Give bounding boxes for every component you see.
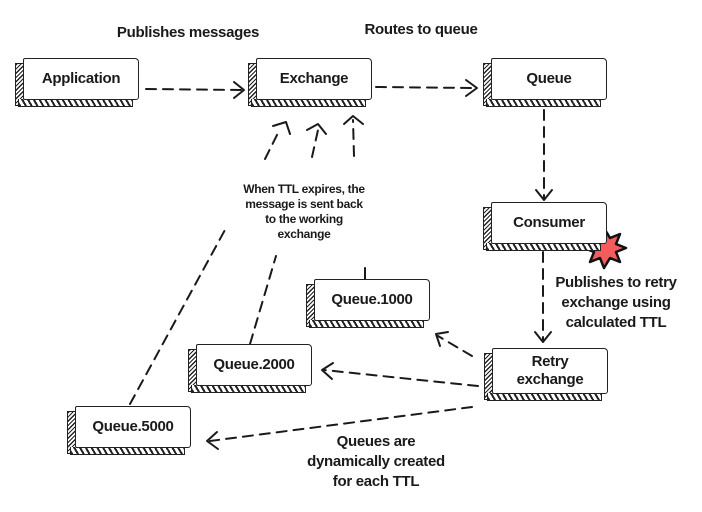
edge-exchange-queue <box>375 86 475 89</box>
node-queue-5000: Queue.5000 <box>67 406 191 456</box>
edge-queue-1000-exchange-upper <box>352 119 355 157</box>
arrowhead-application-exchange <box>233 81 245 99</box>
edge-queue-5000-exchange-upper <box>264 132 279 160</box>
node-queue-2000: Queue.2000 <box>188 344 312 394</box>
arrowhead-queue-1000-exchange <box>343 115 364 125</box>
node-queue-1000-label: Queue.1000 <box>314 279 430 321</box>
node-queue-5000-label: Queue.5000 <box>75 406 191 448</box>
arrowhead-queue-consumer <box>535 189 553 201</box>
node-queue-1000: Queue.1000 <box>306 279 430 329</box>
arrowhead-exchange-queue <box>465 79 478 97</box>
edge-queue-2000-exchange-upper <box>311 129 319 158</box>
node-queue: Queue <box>483 58 607 108</box>
label-publishes-messages: Publishes messages <box>116 24 260 41</box>
arrowhead-queue-5000-exchange <box>272 121 291 135</box>
edge-retry-queue-1000 <box>437 335 473 357</box>
edge-retry-queue-2000 <box>323 369 479 387</box>
node-exchange-label: Exchange <box>256 58 372 100</box>
label-ttl-expires: When TTL expires, the message is sent ba… <box>243 182 365 241</box>
edge-application-exchange <box>145 88 243 91</box>
node-queue-2000-label: Queue.2000 <box>196 344 312 386</box>
label-publishes-retry: Publishes to retry exchange using calcul… <box>555 274 677 331</box>
node-application: Application <box>15 58 139 108</box>
label-routes-to-queue: Routes to queue <box>364 21 478 38</box>
node-application-label: Application <box>23 58 139 100</box>
node-retry-exchange-label: Retry exchange <box>492 348 608 394</box>
node-consumer-label: Consumer <box>491 202 607 244</box>
arrowhead-retry-queue-5000 <box>206 431 219 450</box>
node-queue-label: Queue <box>491 58 607 100</box>
node-consumer: Consumer <box>483 202 607 252</box>
arrowhead-retry-queue-1000 <box>435 331 449 347</box>
label-queues-dynamic: Queues are dynamically created for each … <box>307 433 445 490</box>
arrowhead-consumer-retry <box>534 331 552 343</box>
arrowhead-queue-2000-exchange <box>306 123 327 135</box>
node-retry-exchange: Retry exchange <box>484 348 608 402</box>
edge-retry-queue-5000 <box>209 406 473 442</box>
node-exchange: Exchange <box>248 58 372 108</box>
arrowhead-retry-queue-2000 <box>321 362 334 380</box>
edge-queue-2000-exchange <box>249 255 277 345</box>
edge-queue-5000-exchange <box>129 227 227 405</box>
